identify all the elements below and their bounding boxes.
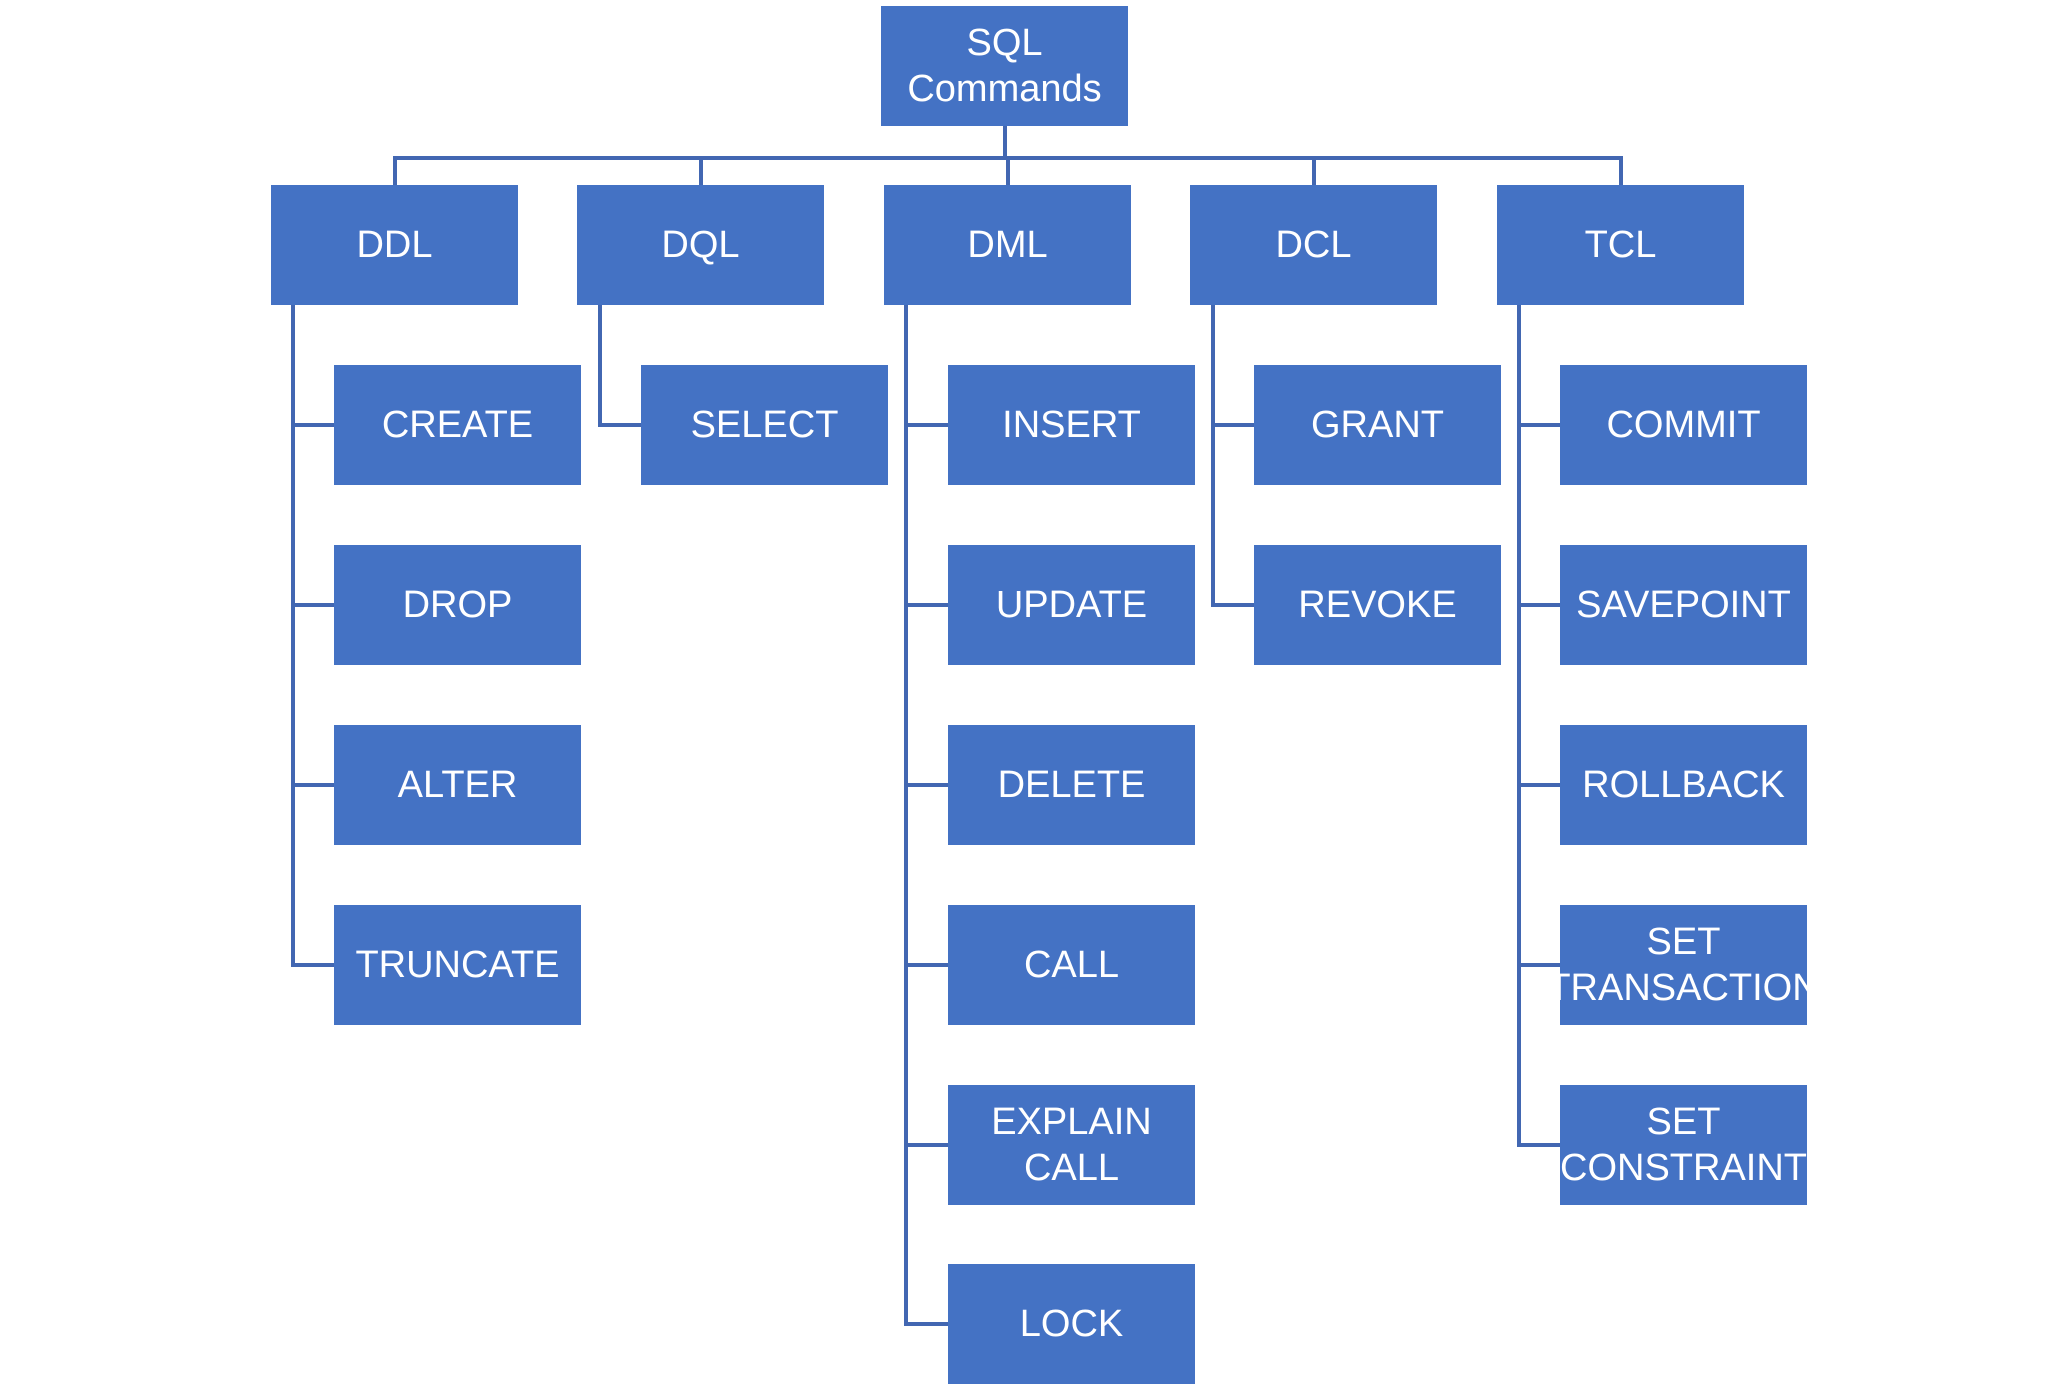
dml-insert-label: INSERT [1002, 404, 1141, 446]
dml-call-label: CALL [1023, 944, 1120, 986]
ddl-create-label: CREATE [381, 404, 534, 446]
dml-update-label: UPDATE [995, 584, 1148, 626]
category-dml: DML [884, 185, 1131, 305]
tcl-commit-node: COMMIT [1560, 365, 1807, 485]
dcl-grant-label: GRANT [1311, 404, 1444, 446]
tcl-item-trunk [1517, 303, 1562, 1147]
dml-delete-node: DELETE [948, 725, 1195, 845]
category-tcl-label: TCL [1584, 224, 1657, 266]
dcl-grant-node: GRANT [1254, 365, 1501, 485]
category-dql: DQL [577, 185, 824, 305]
dml-lock-label: LOCK [1019, 1303, 1124, 1345]
dml-insert-node: INSERT [948, 365, 1195, 485]
dcl-item-trunk [1211, 303, 1256, 607]
dml-explain-call-label: EXPLAIN CALL [991, 1101, 1152, 1189]
ddl-alter-node: ALTER [334, 725, 581, 845]
ddl-item-trunk [291, 303, 336, 967]
category-ddl: DDL [271, 185, 518, 305]
ddl-truncate-node: TRUNCATE [334, 905, 581, 1025]
dql-select-label: SELECT [690, 404, 839, 446]
root-node: SQL Commands [881, 6, 1128, 126]
dml-delete-label: DELETE [997, 764, 1146, 806]
tcl-rollback-label: ROLLBACK [1582, 764, 1785, 806]
tcl-set-constraint-label: SET CONSTRAINT [1560, 1101, 1807, 1189]
ddl-alter-label: ALTER [397, 764, 518, 806]
dml-lock-node: LOCK [948, 1264, 1195, 1384]
dml-call-node: CALL [948, 905, 1195, 1025]
dml-explain-call-node: EXPLAIN CALL [948, 1085, 1195, 1205]
dql-item-trunk [598, 303, 643, 427]
category-dql-label: DQL [661, 224, 740, 266]
tcl-commit-label: COMMIT [1606, 404, 1761, 446]
tcl-set-transaction-label: SET TRANSACTION [1560, 921, 1807, 1009]
ddl-drop-label: DROP [402, 584, 513, 626]
tcl-rollback-node: ROLLBACK [1560, 725, 1807, 845]
ddl-create-node: CREATE [334, 365, 581, 485]
category-dcl: DCL [1190, 185, 1437, 305]
tcl-savepoint-node: SAVEPOINT [1560, 545, 1807, 665]
dml-update-node: UPDATE [948, 545, 1195, 665]
category-dml-label: DML [967, 224, 1048, 266]
dml-item-trunk [904, 303, 950, 1326]
root-label: SQL Commands [907, 22, 1102, 110]
dcl-revoke-label: REVOKE [1298, 584, 1457, 626]
tcl-set-constraint-node: SET CONSTRAINT [1560, 1085, 1807, 1205]
category-tcl: TCL [1497, 185, 1744, 305]
tcl-set-transaction-node: SET TRANSACTION [1560, 905, 1807, 1025]
ddl-drop-node: DROP [334, 545, 581, 665]
category-dcl-label: DCL [1275, 224, 1352, 266]
ddl-truncate-label: TRUNCATE [355, 944, 560, 986]
category-ddl-label: DDL [356, 224, 433, 266]
tcl-savepoint-label: SAVEPOINT [1576, 584, 1791, 626]
dcl-revoke-node: REVOKE [1254, 545, 1501, 665]
dql-select-node: SELECT [641, 365, 888, 485]
